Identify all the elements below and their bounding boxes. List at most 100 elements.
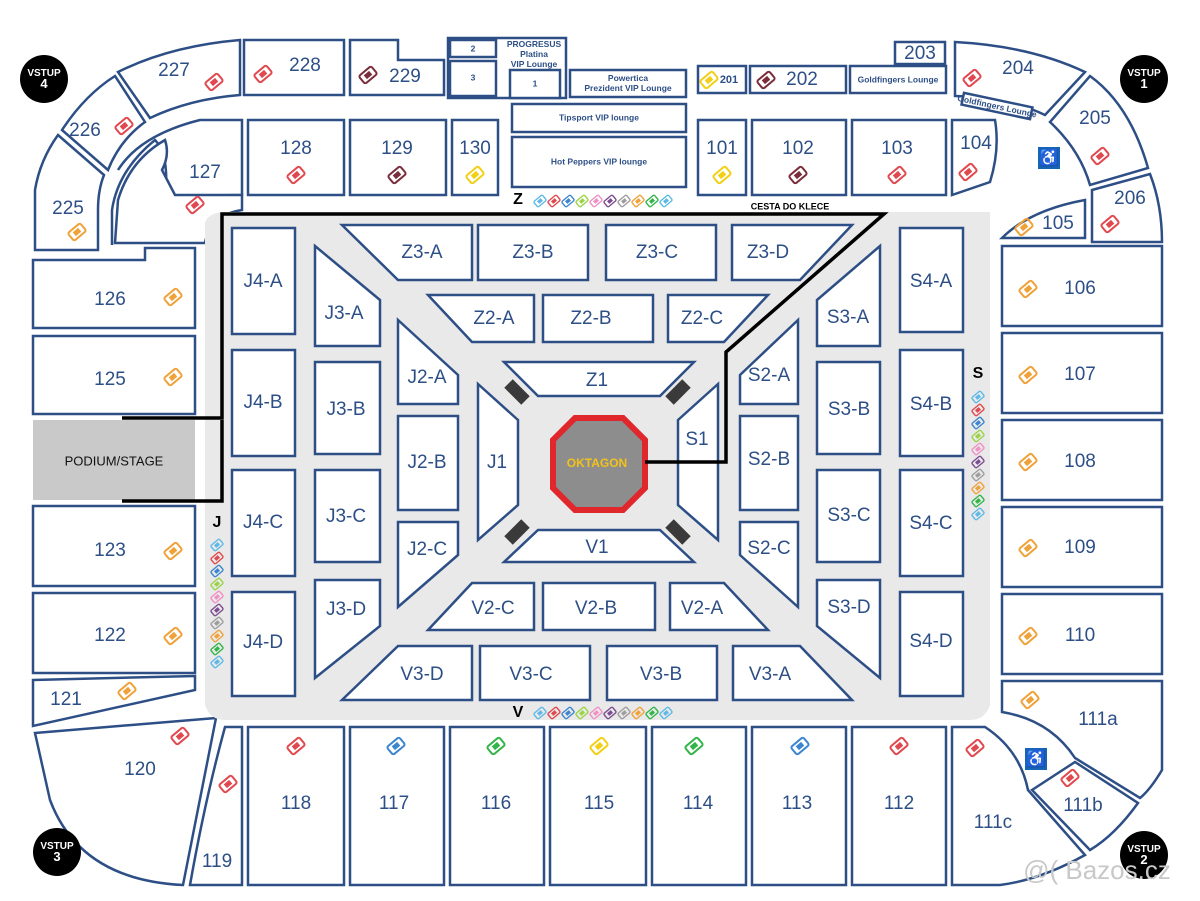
powertica-lounge[interactable] — [568, 68, 688, 99]
floor-v2-b-label: V2-B — [575, 598, 617, 619]
box-1[interactable] — [508, 68, 562, 100]
section-102[interactable] — [750, 118, 848, 197]
section-117-label: 117 — [379, 793, 409, 814]
section-126[interactable] — [31, 246, 197, 330]
section-129[interactable] — [348, 118, 448, 197]
section-203-label: 203 — [904, 43, 936, 64]
section-119[interactable] — [188, 725, 244, 887]
floor-j3-b[interactable] — [313, 360, 382, 456]
section-111a-label: 111a — [1078, 709, 1118, 730]
section-203[interactable] — [893, 40, 947, 66]
floor-z3-b-label: Z3-B — [512, 242, 553, 263]
floor-z3-a[interactable] — [338, 223, 474, 282]
floor-s2-c[interactable] — [738, 520, 800, 610]
floor-v2-a[interactable] — [668, 581, 771, 632]
floor-s2-a[interactable] — [738, 317, 800, 406]
goldfingers-lounge-2[interactable] — [960, 91, 1034, 121]
section-117[interactable] — [348, 725, 446, 887]
floor-s3-a-label: S3-A — [827, 307, 870, 328]
section-205[interactable] — [1048, 74, 1150, 187]
floor-j4-d[interactable] — [230, 590, 297, 698]
section-225[interactable] — [33, 133, 106, 252]
camera-se — [665, 519, 691, 545]
section-227[interactable] — [116, 38, 242, 120]
box-2-label: 2 — [471, 43, 476, 53]
section-111a[interactable] — [1000, 679, 1164, 800]
floor-s2-a-label: S2-A — [748, 365, 791, 386]
entrance-1[interactable] — [1120, 55, 1168, 103]
floor-s4-d[interactable] — [898, 590, 965, 698]
camera-ne — [665, 379, 691, 405]
floor-s3-b-label: S3-B — [828, 399, 870, 420]
floor-z2-b[interactable] — [541, 293, 655, 344]
section-103[interactable] — [850, 118, 948, 197]
floor-v3-a[interactable] — [731, 644, 855, 702]
section-104[interactable] — [950, 118, 998, 197]
section-111c[interactable] — [950, 725, 1087, 887]
floor-z2-c[interactable] — [666, 293, 771, 344]
floor-z3-d[interactable] — [730, 223, 855, 282]
floor-j4-a[interactable] — [230, 226, 297, 336]
goldfingers-lounge[interactable] — [848, 64, 948, 95]
octagon-cage[interactable] — [550, 415, 648, 513]
floor-s3-b[interactable] — [815, 360, 882, 456]
section-114[interactable] — [650, 725, 748, 887]
section-226[interactable] — [60, 74, 147, 173]
floor-z1[interactable] — [500, 360, 698, 398]
section-111b[interactable] — [1030, 760, 1140, 852]
floor-j4-c[interactable] — [230, 468, 297, 578]
floor-j3-a-label: J3-A — [324, 303, 363, 324]
floor-z3-c[interactable] — [604, 223, 718, 282]
box-3[interactable] — [448, 59, 498, 98]
floor-j3-c[interactable] — [313, 468, 382, 564]
floor-z3-b[interactable] — [476, 223, 590, 282]
floor-s4-b[interactable] — [898, 348, 965, 458]
entrance-3[interactable] — [33, 828, 81, 876]
floor-j2-a[interactable] — [396, 317, 460, 406]
section-121[interactable] — [31, 674, 197, 728]
section-229[interactable] — [348, 38, 446, 97]
floor-j3-d[interactable] — [313, 578, 382, 681]
floor-j2-b-label: J2-B — [407, 452, 446, 473]
floor-s3-c[interactable] — [815, 468, 882, 564]
floor-j2-c[interactable] — [396, 520, 460, 610]
floor-s2-b[interactable] — [738, 414, 800, 512]
floor-j3-a[interactable] — [313, 243, 382, 348]
zone-heading-s: S — [973, 365, 984, 382]
floor-j4-b[interactable] — [230, 348, 297, 458]
section-123[interactable] — [31, 504, 197, 588]
section-228[interactable] — [242, 38, 346, 97]
floor-s4-a[interactable] — [898, 226, 965, 334]
floor-v3-d[interactable] — [338, 644, 474, 702]
floor-v3-b[interactable] — [605, 644, 719, 702]
zone-heading-z: Z — [513, 191, 523, 208]
section-116[interactable] — [448, 725, 546, 887]
floor-v3-c[interactable] — [478, 644, 592, 702]
tipsport-lounge[interactable] — [510, 102, 688, 134]
floor-j1[interactable] — [476, 381, 520, 543]
floor-s3-a[interactable] — [815, 243, 882, 348]
section-112[interactable] — [850, 725, 948, 887]
section-205-label: 205 — [1079, 108, 1111, 129]
floor-v1[interactable] — [500, 528, 698, 564]
floor-s4-d-label: S4-D — [909, 631, 952, 652]
floor-v2-c[interactable] — [425, 581, 536, 632]
entrance-2[interactable] — [1120, 831, 1168, 879]
floor-z2-a[interactable] — [425, 293, 536, 344]
floor-j2-b[interactable] — [396, 414, 460, 512]
section-103-label: 103 — [881, 138, 913, 159]
floor-s4-c[interactable] — [898, 468, 965, 578]
section-202-label: 202 — [786, 69, 818, 90]
entrance-4[interactable] — [20, 55, 68, 103]
hotpeppers-lounge[interactable] — [510, 135, 688, 189]
floor-z1-label: Z1 — [586, 370, 608, 391]
box-2[interactable] — [448, 38, 498, 59]
zone-heading-j: J — [213, 514, 222, 531]
wheelchair-glyph-2: ♿ — [1026, 749, 1046, 768]
floor-s3-d[interactable] — [815, 578, 882, 681]
floor-z2-b-label: Z2-B — [570, 308, 611, 329]
floor-v2-b[interactable] — [541, 581, 657, 632]
